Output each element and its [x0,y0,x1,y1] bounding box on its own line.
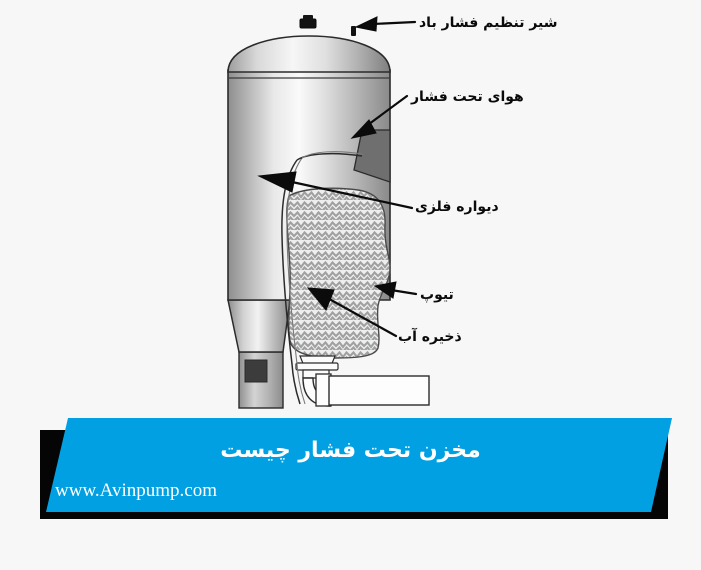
label-metal-wall: دیواره فلزی [415,199,499,215]
label-air-pressure-valve: شیر تنظیم فشار باد [419,15,558,31]
label-water-storage: ذخیره آب [398,329,462,345]
banner-url: www.Avinpump.com [55,480,218,501]
leader-tube [373,281,418,299]
tank-inner-wall-top-edge-secondary [301,151,364,159]
air-valve-nipple-icon [351,26,356,36]
tank-inner-wall-contour [281,159,301,405]
tank-wall-cutaway-wedge [353,129,391,183]
leader-air-valve [354,16,417,32]
leader-water-storage [306,287,398,338]
label-pressurized-air: هوای تحت فشار [411,89,524,105]
tank-base [238,351,284,409]
tank-inner-wall-top-edge [296,152,363,161]
leader-pressurized-air [350,94,409,139]
outlet-pipe [302,373,430,407]
banner-face [46,418,672,512]
banner-heading: مخزن تحت فشار چیست [220,438,481,463]
bladder-tube [286,187,391,359]
label-tube: تیوپ [420,287,454,303]
leader-metal-wall [257,171,414,210]
air-valve-cap-icon [299,15,317,29]
tank-top-dome [227,35,391,73]
